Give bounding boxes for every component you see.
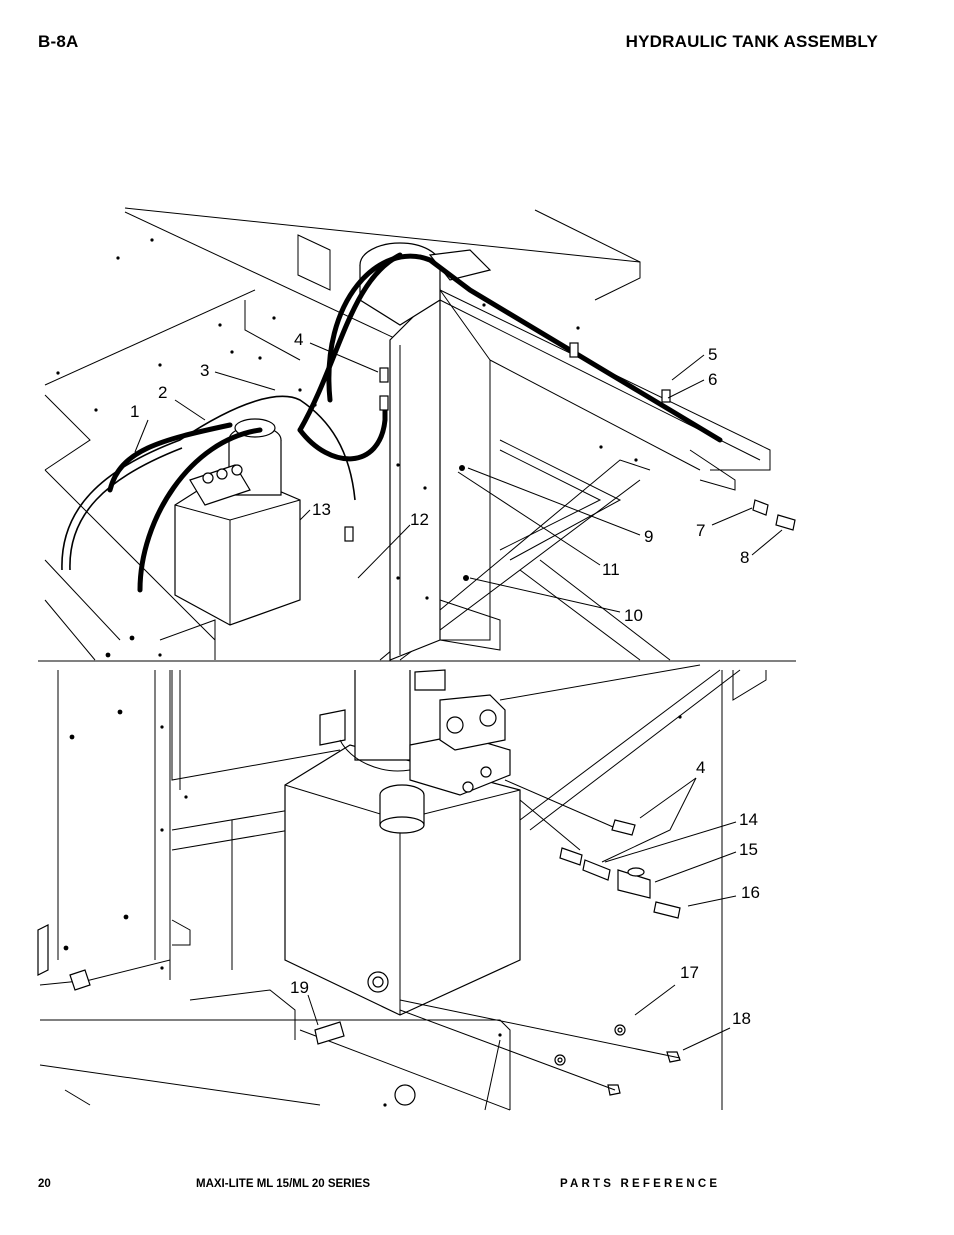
upper-assembly-view: 1 2 3 4 5 6 7 8 9 10 11 12 13 <box>44 207 796 661</box>
callout-14: 14 <box>739 810 758 829</box>
page-id: B-8A <box>38 32 79 51</box>
lower-detail-view: 4 14 15 16 17 18 19 <box>37 664 767 1111</box>
callout-2: 2 <box>158 383 167 402</box>
page-title: HYDRAULIC TANK ASSEMBLY <box>625 32 878 51</box>
callout-17: 17 <box>680 963 699 982</box>
callout-4-detail: 4 <box>696 758 705 777</box>
callout-13: 13 <box>312 500 331 519</box>
callout-7: 7 <box>696 521 705 540</box>
callout-11: 11 <box>602 560 620 579</box>
callout-19: 19 <box>290 978 309 997</box>
callout-16: 16 <box>741 883 760 902</box>
callout-8: 8 <box>740 548 749 567</box>
callout-12: 12 <box>410 510 429 529</box>
callout-18: 18 <box>732 1009 751 1028</box>
series-name: MAXI-LITE ML 15/ML 20 SERIES <box>196 1178 371 1190</box>
callout-9: 9 <box>644 527 653 546</box>
callout-4: 4 <box>294 330 303 349</box>
callout-3: 3 <box>200 361 209 380</box>
callout-10: 10 <box>624 606 643 625</box>
page-number: 20 <box>38 1178 51 1190</box>
callout-5: 5 <box>708 345 717 364</box>
callout-1: 1 <box>130 402 139 421</box>
section-name: PARTS REFERENCE <box>560 1178 721 1190</box>
callout-6: 6 <box>708 370 717 389</box>
callout-15: 15 <box>739 840 758 859</box>
